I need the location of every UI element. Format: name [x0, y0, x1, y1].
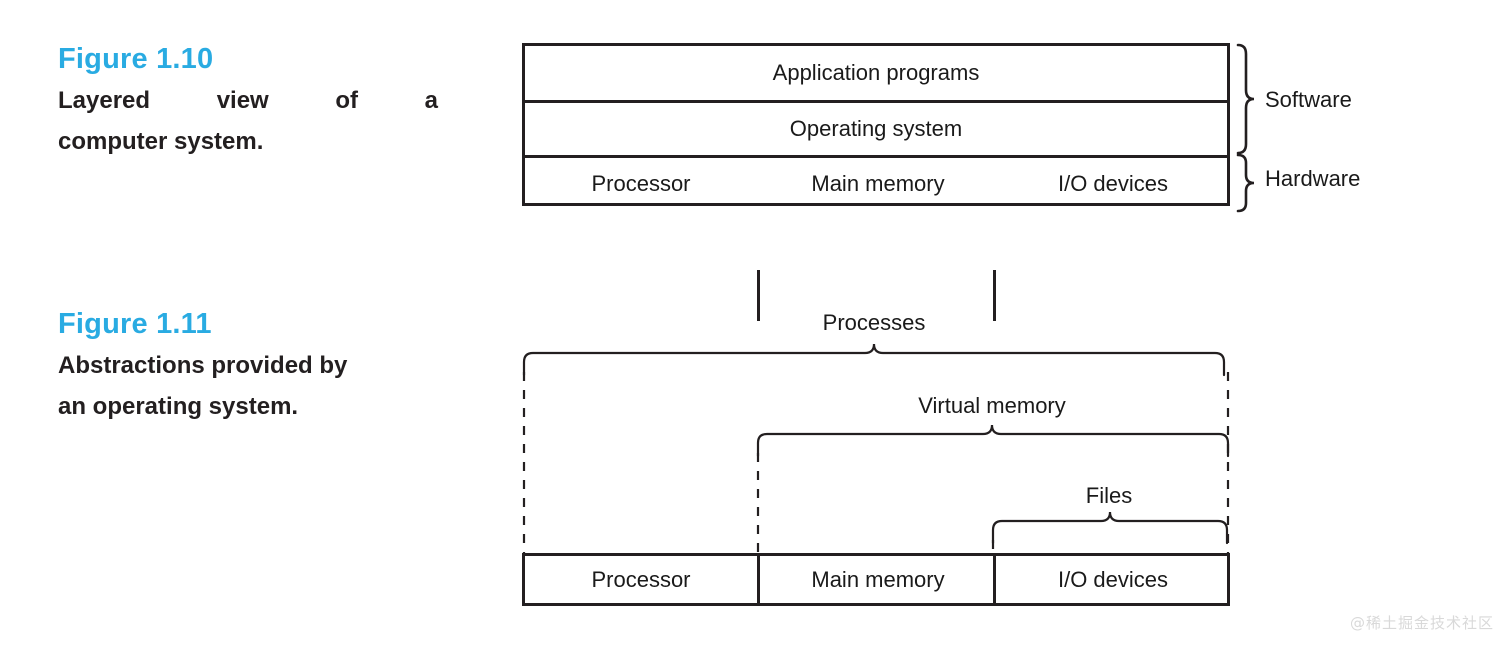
- abstraction-label-virtual-memory: Virtual memory: [918, 393, 1066, 418]
- layer-row-application: Application programs: [525, 46, 1227, 100]
- abstraction-label-processes: Processes: [822, 310, 926, 335]
- hardware-cell-main-memory-2: Main memory: [811, 566, 945, 592]
- figure-1-11-caption-text: Abstractions provided by an operating sy…: [58, 345, 438, 427]
- layer-cell-application-programs: Application programs: [772, 60, 980, 85]
- figure-1-10-caption-line-1: Layered view of a: [58, 87, 438, 114]
- brace-hardware-icon: [1236, 153, 1255, 213]
- layer-divider-2: [525, 155, 1227, 158]
- figure-1-10-caption-line-2: computer system.: [58, 128, 264, 155]
- abstraction-label-files: Files: [1085, 483, 1133, 508]
- figure-1-11-caption: Figure 1.11 Abstractions provided by an …: [58, 307, 438, 427]
- brace-software-icon: [1236, 43, 1255, 155]
- layer-row-operating-system: Operating system: [525, 103, 1227, 155]
- figure-1-11-number: Figure 1.11: [58, 308, 212, 340]
- brace-processes-icon: [522, 343, 1226, 377]
- figure-1-10-number: Figure 1.10: [58, 43, 214, 75]
- hardware-cell-main-memory: Main memory: [811, 170, 945, 196]
- hardware-divider-2b: [993, 556, 996, 603]
- hardware-divider-2: [993, 270, 996, 321]
- hardware-cell-io-devices: I/O devices: [1057, 170, 1169, 196]
- hardware-divider-1: [757, 270, 760, 321]
- figure-1-11-hardware-stack: Processor Main memory I/O devices: [522, 553, 1230, 606]
- figure-1-11-caption-line-2: an operating system.: [58, 393, 299, 420]
- figure-1-11-caption-line-1: Abstractions provided by: [58, 352, 348, 379]
- brace-label-software: Software: [1265, 87, 1352, 112]
- layer-row-hardware: Processor Main memory I/O devices: [525, 158, 1227, 321]
- hardware-divider-1b: [757, 556, 760, 603]
- hardware-cell-io-devices-2: I/O devices: [1057, 566, 1169, 592]
- layer-cell-operating-system: Operating system: [789, 116, 963, 141]
- figure-1-10-caption: Figure 1.10 Layered view of a computer s…: [58, 42, 438, 162]
- brace-label-hardware: Hardware: [1265, 166, 1361, 191]
- hardware-cell-processor: Processor: [591, 170, 691, 196]
- watermark: @稀土掘金技术社区: [1349, 614, 1494, 632]
- figure-1-10-caption-text: Layered view of a computer system.: [58, 80, 438, 162]
- hardware-row: Processor Main memory I/O devices: [525, 556, 1227, 603]
- figure-1-10-layer-stack: Application programs Operating system Pr…: [522, 43, 1230, 321]
- brace-files-icon: [991, 511, 1229, 545]
- brace-virtual-memory-icon: [756, 424, 1230, 458]
- hardware-cell-processor-2: Processor: [591, 566, 691, 592]
- layer-divider-1: [525, 100, 1227, 103]
